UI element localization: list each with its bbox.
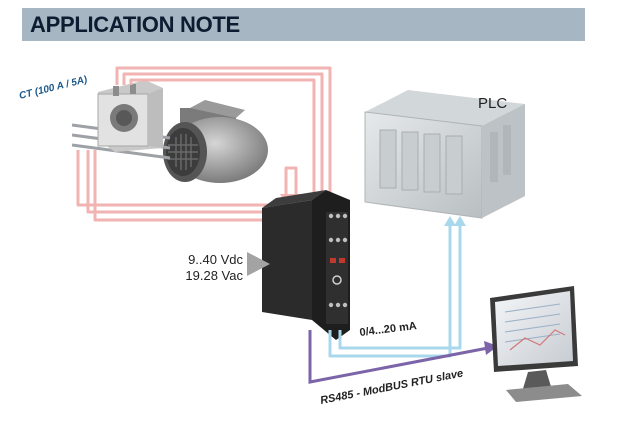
ct-label: CT (100 A / 5A) — [18, 74, 89, 102]
monitor-icon — [490, 286, 582, 402]
page-title: APPLICATION NOTE — [30, 12, 240, 37]
plc-label: PLC — [478, 95, 507, 112]
analog-output-wires — [328, 222, 462, 358]
analog-output-arrows — [444, 216, 466, 226]
supply-voltage-ac: 19.28 Vac — [185, 268, 243, 283]
current-transformer-icon — [97, 80, 163, 152]
serial-arrow-icon — [484, 341, 498, 355]
serial-label: RS485 - ModBUS RTU slave — [319, 367, 464, 407]
plc-unit — [364, 90, 525, 219]
serial-line — [308, 330, 489, 384]
supply-voltage-dc: 9..40 Vdc — [188, 252, 243, 267]
converter-module — [262, 190, 350, 340]
header-bar: APPLICATION NOTE — [22, 8, 585, 41]
supply-arrow-icon — [247, 252, 270, 276]
analog-output-label: 0/4...20 mA — [359, 320, 418, 339]
motor-icon — [163, 100, 268, 183]
